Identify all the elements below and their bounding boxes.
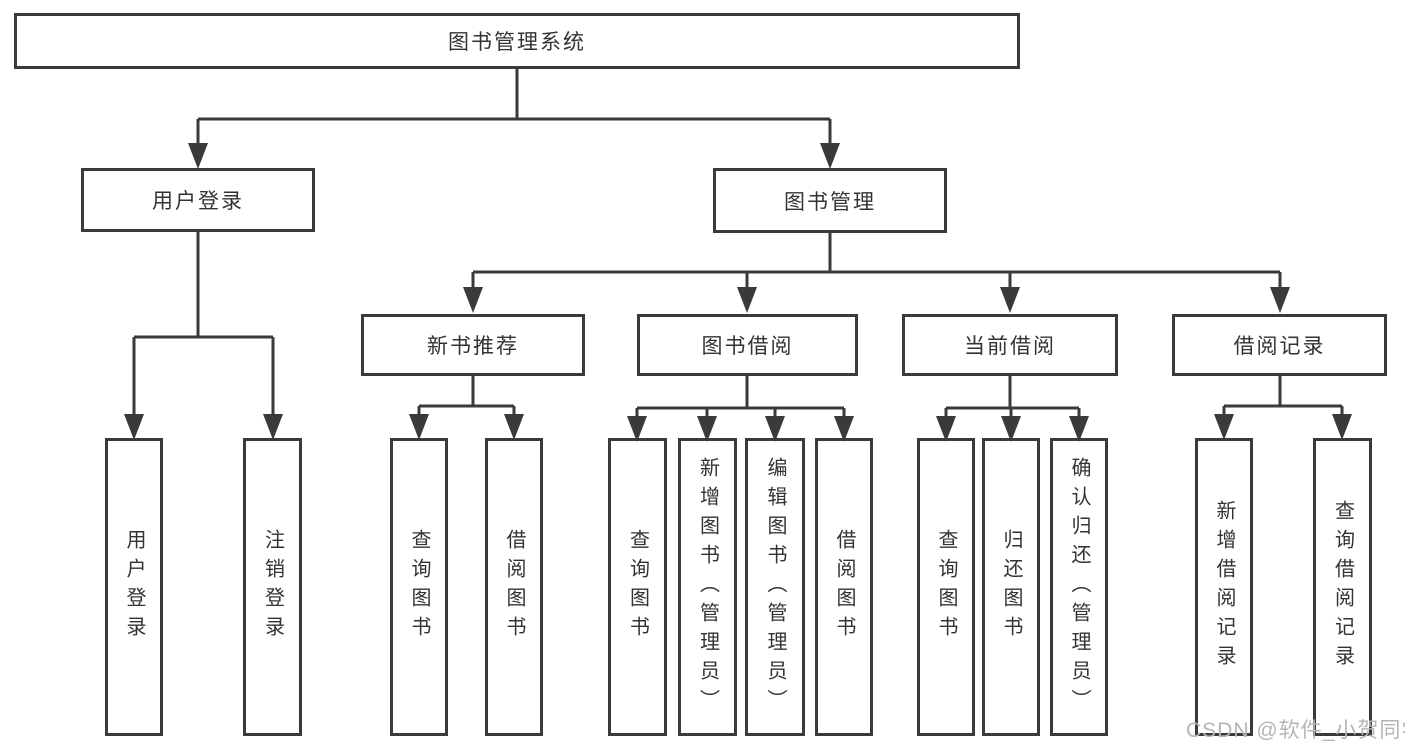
node-current-borrowing-label: 当前借阅	[964, 335, 1056, 358]
leaf-query-books-recommend: 查询图书	[390, 438, 448, 736]
leaf-borrow-books-recommend: 借阅图书	[485, 438, 543, 736]
leaf-edit-book-admin: 编辑图书（管理员）	[745, 438, 805, 736]
node-user-login-label: 用户登录	[152, 190, 244, 213]
node-new-book-recommend-label: 新书推荐	[427, 335, 519, 358]
leaf-query-books-current-label: 查询图书	[935, 529, 957, 645]
node-borrowing-records: 借阅记录	[1172, 314, 1387, 376]
leaf-add-book-admin: 新增图书（管理员）	[678, 438, 737, 736]
node-library-system-label: 图书管理系统	[448, 31, 586, 54]
leaf-logout-label: 注销登录	[261, 529, 284, 645]
node-book-borrowing: 图书借阅	[637, 314, 858, 376]
leaf-borrow-books-recommend-label: 借阅图书	[503, 529, 525, 645]
node-new-book-recommend: 新书推荐	[361, 314, 585, 376]
leaf-user-login: 用户登录	[105, 438, 163, 736]
node-library-system: 图书管理系统	[14, 13, 1020, 69]
node-borrowing-records-label: 借阅记录	[1233, 335, 1326, 358]
leaf-query-books-borrowing: 查询图书	[608, 438, 667, 736]
leaf-borrow-books-label: 借阅图书	[833, 529, 855, 645]
leaf-user-login-label: 用户登录	[123, 529, 145, 645]
node-book-management: 图书管理	[713, 168, 947, 233]
node-current-borrowing: 当前借阅	[902, 314, 1118, 376]
leaf-edit-book-admin-label: 编辑图书（管理员）	[764, 456, 786, 718]
leaf-query-books-borrowing-label: 查询图书	[626, 529, 649, 645]
node-book-management-label: 图书管理	[784, 190, 876, 214]
leaf-return-books-label: 归还图书	[1000, 529, 1022, 645]
leaf-add-borrow-record-label: 新增借阅记录	[1213, 500, 1235, 674]
leaf-add-borrow-record: 新增借阅记录	[1195, 438, 1253, 736]
leaf-add-book-admin-label: 新增图书（管理员）	[696, 456, 719, 718]
leaf-confirm-return-admin: 确认归还（管理员）	[1050, 438, 1108, 736]
leaf-borrow-books: 借阅图书	[815, 438, 873, 736]
leaf-return-books: 归还图书	[982, 438, 1040, 736]
node-book-borrowing-label: 图书借阅	[701, 335, 794, 358]
leaf-query-borrow-record-label: 查询借阅记录	[1331, 500, 1354, 674]
node-user-login: 用户登录	[81, 168, 315, 232]
leaf-query-books-recommend-label: 查询图书	[408, 529, 430, 645]
leaf-query-borrow-record: 查询借阅记录	[1313, 438, 1372, 736]
csdn-watermark: CSDN @软件_小贺同学	[1186, 719, 1405, 742]
leaf-logout: 注销登录	[243, 438, 302, 736]
leaf-confirm-return-admin-label: 确认归还（管理员）	[1068, 456, 1090, 718]
leaf-query-books-current: 查询图书	[917, 438, 975, 736]
